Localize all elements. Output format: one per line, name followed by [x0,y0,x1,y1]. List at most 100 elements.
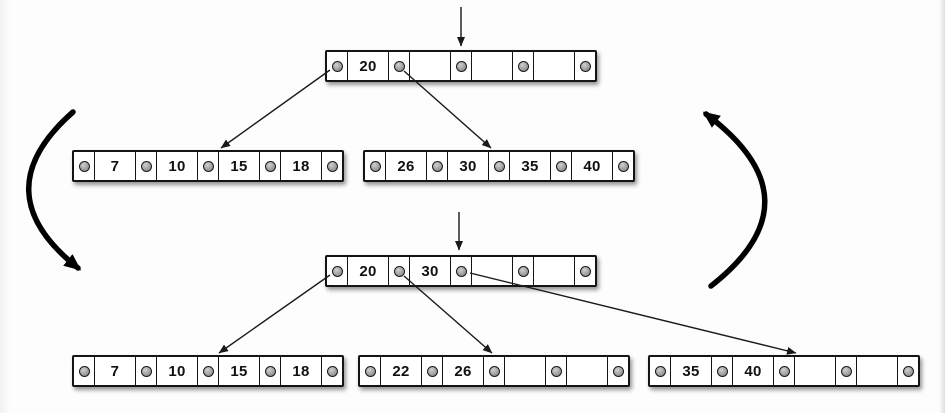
key-cell: 22 [381,357,422,385]
pointer-slot [360,357,381,385]
pointer-dot-icon [326,160,338,172]
pointer-slot [546,357,567,385]
pointer-slot [613,152,633,180]
pointer-slot [774,357,795,385]
pointer-slot [898,357,918,385]
pointer-slot [712,357,733,385]
key-cell [534,257,575,285]
pointer-dot-icon [617,160,629,172]
pointer-dot-icon [331,60,343,72]
key-cell: 18 [281,152,322,180]
pointer-dot-icon [517,265,529,277]
cycle-arrow-left-icon [26,109,82,271]
pointer-slot [327,257,348,285]
pointer-dot-icon [393,60,405,72]
pointer-dot-icon [426,365,438,377]
pointer-slot [422,357,443,385]
pointer-dot-icon [579,60,591,72]
pointer-dot-icon [840,365,852,377]
pointer-dot-icon [78,160,90,172]
pointer-slot [136,357,157,385]
key-cell [567,357,608,385]
pointer-dot-icon [331,265,343,277]
pointer-slot [451,257,472,285]
pointer-slot [74,357,95,385]
pointer-dot-icon [364,365,376,377]
pointer-slot [489,152,510,180]
pointer-dot-icon [455,265,467,277]
node-after-child-0: 7 10 15 18 [72,355,344,387]
pointer-dot-icon [654,365,666,377]
pointer-slot [551,152,572,180]
pointer-dot-icon [264,365,276,377]
pointer-dot-icon [550,365,562,377]
pointer-slot [136,152,157,180]
pointer-slot [513,52,534,80]
pointer-slot [198,357,219,385]
edge-before-root-to-child-1 [403,70,492,149]
key-cell: 26 [443,357,484,385]
key-cell: 10 [157,152,198,180]
pointer-dot-icon [579,265,591,277]
pointer-slot [322,357,342,385]
key-cell: 18 [281,357,322,385]
pointer-slot [260,152,281,180]
pointer-dot-icon [202,160,214,172]
key-cell: 30 [448,152,489,180]
key-cell: 26 [386,152,427,180]
edge-after-root-to-child-0 [218,274,331,354]
pointer-dot-icon [716,365,728,377]
pointer-dot-icon [202,365,214,377]
pointer-slot [513,257,534,285]
pointer-dot-icon [140,365,152,377]
key-cell: 10 [157,357,198,385]
pointer-dot-icon [902,365,914,377]
pointer-dot-icon [488,365,500,377]
pointer-slot [260,357,281,385]
edge-before-root-to-child-0 [220,69,331,149]
pointer-dot-icon [455,60,467,72]
pointer-dot-icon [778,365,790,377]
key-cell: 20 [348,257,389,285]
pointer-slot [575,257,595,285]
node-after-root: 20 30 [325,255,597,287]
key-cell: 7 [95,152,136,180]
pointer-dot-icon [78,365,90,377]
key-cell [410,52,451,80]
pointer-slot [365,152,386,180]
key-cell [472,257,513,285]
pointer-slot [451,52,472,80]
pointer-dot-icon [555,160,567,172]
pointer-dot-icon [326,365,338,377]
key-cell: 30 [410,257,451,285]
node-before-child-0: 7 10 15 18 [72,150,344,182]
pointer-slot [650,357,671,385]
key-cell [795,357,836,385]
pointer-slot [389,257,410,285]
pointer-dot-icon [493,160,505,172]
key-cell: 20 [348,52,389,80]
pointer-dot-icon [264,160,276,172]
pointer-slot [427,152,448,180]
node-before-root: 20 [325,50,597,82]
pointer-slot [198,152,219,180]
key-cell: 40 [733,357,774,385]
pointer-dot-icon [431,160,443,172]
pointer-dot-icon [517,60,529,72]
pointer-slot [608,357,628,385]
key-cell [534,52,575,80]
pointer-dot-icon [393,265,405,277]
key-cell: 35 [671,357,712,385]
node-after-child-1: 22 26 [358,355,630,387]
pointer-slot [322,152,342,180]
edge-after-root-to-child-1 [403,275,493,354]
page-edge-left [0,0,10,413]
page-edge-right [939,0,945,413]
key-cell: 15 [219,357,260,385]
pointer-dot-icon [369,160,381,172]
node-before-child-1: 26 30 35 40 [363,150,635,182]
pointer-slot [389,52,410,80]
key-cell: 15 [219,152,260,180]
key-cell [472,52,513,80]
